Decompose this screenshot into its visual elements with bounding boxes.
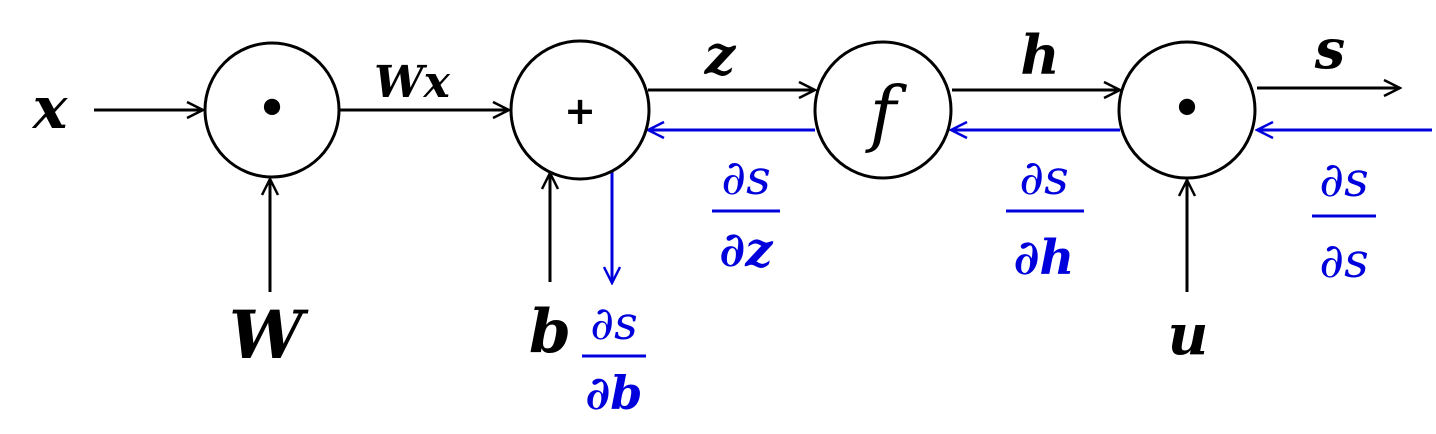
add-node: +	[509, 39, 651, 181]
gradient-ds-ds: ∂s ∂s	[1312, 152, 1376, 289]
gradient-numerator: ∂s	[1019, 150, 1068, 206]
gradient-numerator: ∂s	[590, 296, 637, 350]
label-Wx: Wx	[374, 57, 450, 108]
gradient-numerator: ∂s	[721, 150, 770, 206]
multiply-node-2: •	[1117, 40, 1257, 180]
label-h: h	[1020, 23, 1059, 87]
label-x: x	[31, 74, 69, 142]
gradient-denominator: ∂s	[1319, 233, 1368, 289]
label-z: z	[704, 23, 737, 87]
gradient-denominator: ∂b	[586, 366, 643, 420]
f-node: f	[813, 40, 953, 180]
multiply-node-1: •	[203, 41, 341, 179]
label-u: u	[1168, 302, 1209, 368]
gradient-numerator: ∂s	[1319, 152, 1368, 208]
gradient-denominator: ∂h	[1014, 230, 1075, 286]
label-W: W	[229, 296, 309, 374]
multiply-symbol: •	[255, 77, 288, 142]
multiply-symbol: •	[1170, 77, 1203, 142]
gradient-ds-db: ∂s ∂b	[582, 296, 646, 420]
gradient-ds-dh: ∂s ∂h	[1006, 150, 1084, 286]
gradient-ds-dz: ∂s ∂z	[712, 150, 780, 278]
label-b: b	[529, 297, 571, 367]
gradient-denominator: ∂z	[720, 222, 775, 278]
plus-symbol: +	[564, 89, 596, 133]
label-s: s	[1314, 17, 1345, 81]
